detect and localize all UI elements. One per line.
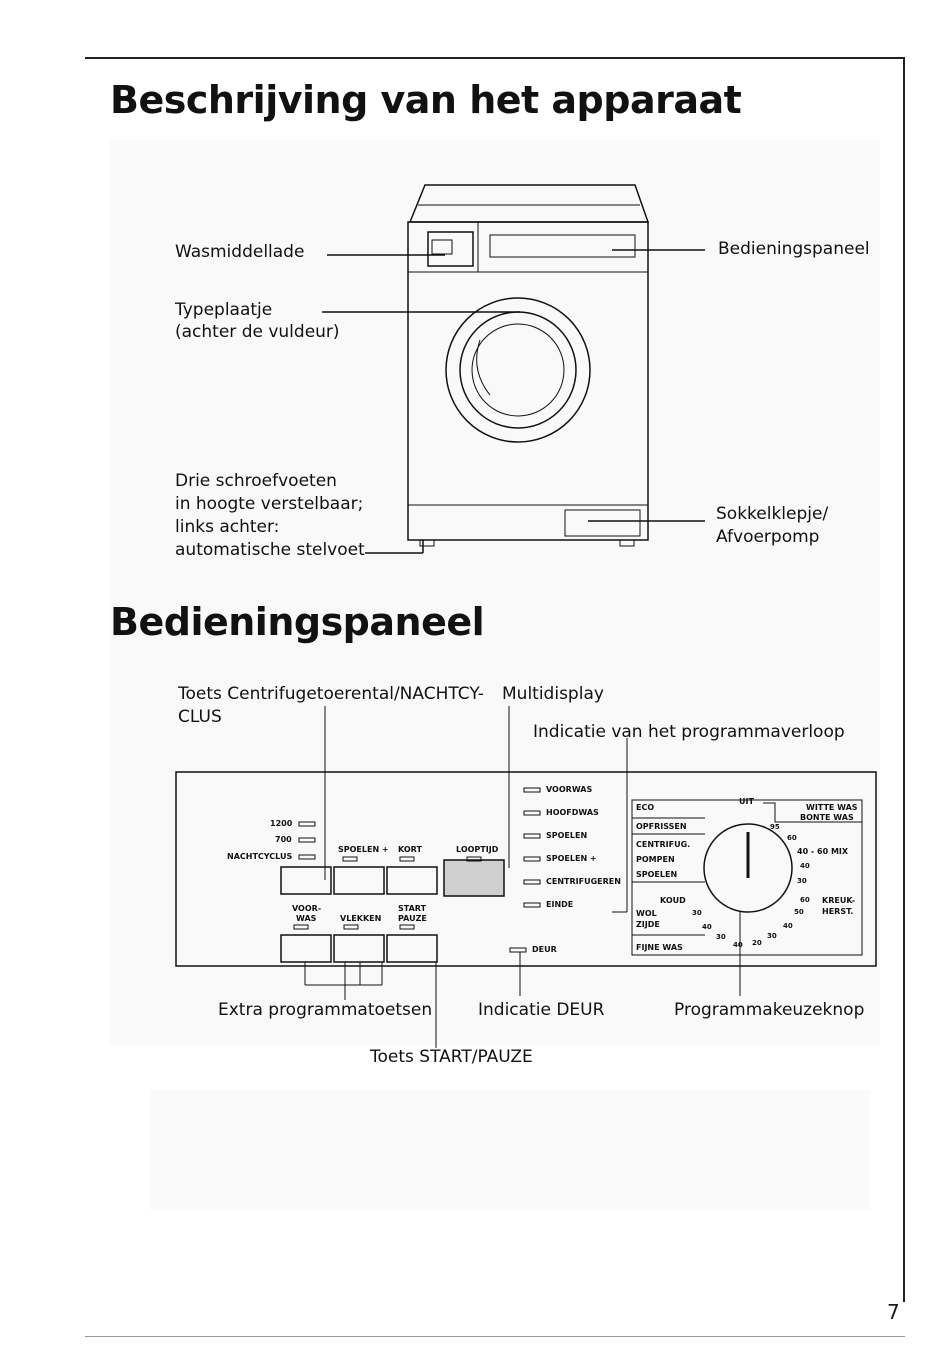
status-mainwash: HOOFDWAS: [546, 808, 599, 817]
label-spin-button: Toets Centrifugetoerental/NACHTCY-: [178, 684, 484, 704]
program-spin: CENTRIFUG.: [636, 840, 691, 849]
btn-label-short: KORT: [398, 845, 422, 854]
program-easycare-1: KREUK-: [822, 896, 856, 905]
spin-night-cycle: NACHTCYCLUS: [227, 852, 293, 861]
status-rinse-plus: SPOELEN +: [546, 854, 597, 863]
label-extra-buttons: Extra programmatoetsen: [218, 1000, 433, 1020]
status-spin: CENTRIFUGEREN: [546, 877, 621, 886]
label-control-panel: Bedieningspaneel: [718, 239, 870, 259]
btn-label-runtime: LOOPTIJD: [456, 845, 499, 854]
btn-label-prewash-1: VOOR-: [292, 904, 322, 913]
label-detergent-drawer: Wasmiddellade: [175, 242, 305, 262]
label-type-plate: Typeplaatje: [175, 300, 273, 320]
label-feet-line2: in hoogte verstelbaar;: [175, 494, 364, 514]
btn-label-rinse-plus: SPOELEN +: [338, 845, 389, 854]
show-through-text-block: [150, 1090, 870, 1210]
program-whites: WITTE WAS: [806, 803, 858, 812]
spin-speed-1200: 1200: [270, 819, 293, 828]
program-eco: ECO: [636, 803, 655, 812]
program-mix: 40 - 60 MIX: [797, 847, 849, 856]
temp-40b: 40: [783, 922, 793, 930]
status-door: DEUR: [532, 945, 557, 954]
label-door-indication: Indicatie DEUR: [478, 1000, 605, 1020]
label-multidisplay: Multidisplay: [502, 684, 604, 704]
page-number: 7: [887, 1300, 900, 1324]
label-feet-line3: links achter:: [175, 517, 280, 537]
dial-off-label: UIT: [739, 797, 754, 806]
temp-60a: 60: [787, 834, 797, 842]
status-end: EINDE: [546, 900, 574, 909]
temp-60b: 60: [800, 896, 810, 904]
label-progress-indication: Indicatie van het programmaverloop: [533, 722, 845, 742]
label-type-plate-location: (achter de vuldeur): [175, 322, 340, 342]
btn-label-start: START: [398, 904, 427, 913]
spin-speed-700: 700: [275, 835, 292, 844]
label-program-knob: Programmakeuzeknop: [674, 1000, 865, 1020]
program-easycare-2: HERST.: [822, 907, 854, 916]
program-colors: BONTE WAS: [800, 813, 854, 822]
program-cold: KOUD: [660, 896, 686, 905]
temp-left-40b: 40: [733, 941, 743, 949]
btn-label-pause: PAUZE: [398, 914, 427, 923]
program-wool: WOL: [636, 909, 657, 918]
temp-left-40: 40: [702, 923, 712, 931]
program-delicates: FIJNE WAS: [636, 943, 683, 952]
temp-30a: 30: [797, 877, 807, 885]
program-refresh: OPFRISSEN: [636, 822, 687, 831]
program-rinse: SPOELEN: [636, 870, 678, 879]
label-plinth-flap: Sokkelklepje/: [716, 504, 829, 524]
section-title-control-panel: Bedieningspaneel: [110, 600, 485, 644]
top-rule: [85, 57, 905, 59]
label-feet-line1: Drie schroefvoeten: [175, 471, 337, 491]
section-title-description: Beschrijving van het apparaat: [110, 78, 742, 122]
temp-50: 50: [794, 908, 804, 916]
temp-40a: 40: [800, 862, 810, 870]
label-spin-button-cont: CLUS: [178, 707, 222, 727]
bottom-rule: [85, 1336, 905, 1337]
temp-left-30: 30: [692, 909, 702, 917]
btn-label-stains: VLEKKEN: [340, 914, 382, 923]
program-pump: POMPEN: [636, 855, 675, 864]
temp-30b: 30: [767, 932, 777, 940]
status-prewash: VOORWAS: [546, 785, 593, 794]
temp-left-20: 20: [752, 939, 762, 947]
status-rinse: SPOELEN: [546, 831, 588, 840]
program-silk: ZIJDE: [636, 920, 660, 929]
btn-label-prewash-2: WAS: [296, 914, 317, 923]
temp-left-30b: 30: [716, 933, 726, 941]
temp-95: 95: [770, 823, 780, 831]
label-start-pause: Toets START/PAUZE: [370, 1047, 533, 1067]
label-feet-line4: automatische stelvoet: [175, 540, 365, 560]
right-rule: [903, 57, 905, 1302]
label-drain-pump: Afvoerpomp: [716, 527, 820, 547]
